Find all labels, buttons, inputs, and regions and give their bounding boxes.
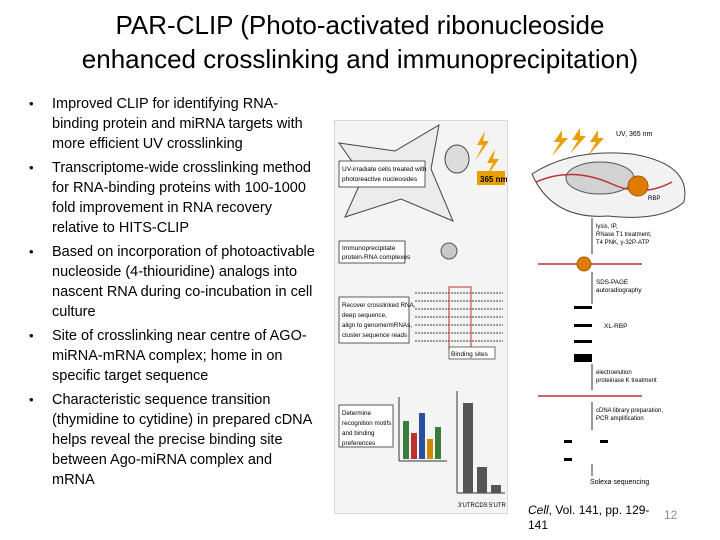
step3-line: align to genome/mRNAs, bbox=[342, 322, 412, 329]
nucleus-shape bbox=[565, 161, 635, 195]
uv-lightning-icon bbox=[588, 130, 604, 156]
step3-line: deep sequence, bbox=[342, 312, 387, 319]
uv-wavelength-label: 365 nm bbox=[480, 175, 507, 184]
step3-line: Recover crosslinked RNA, bbox=[342, 302, 416, 309]
motif-logo bbox=[398, 397, 447, 462]
step3-box bbox=[338, 296, 410, 344]
bullet-dot-icon: • bbox=[29, 392, 34, 407]
lysis-step: RNase T1 treatment, bbox=[596, 232, 652, 238]
lysis-step: T4 PNK, γ-32P-ATP bbox=[596, 240, 649, 246]
title-line-2: enhanced crosslinking and immunoprecipit… bbox=[81, 44, 639, 74]
workflow-diagram: 365 nm UV-irradiate cells treated with p… bbox=[337, 124, 508, 509]
bullet-item: •Characteristic sequence transition (thy… bbox=[29, 392, 312, 488]
step1-box bbox=[338, 160, 426, 188]
step4-line: recognition motifs bbox=[342, 420, 391, 427]
step4-line: and binding bbox=[342, 430, 375, 437]
uv-lightning-icon bbox=[475, 131, 489, 161]
protocol-diagram: UV, 365 nm RBP lysis, IP, RNase T1 treat… bbox=[531, 128, 686, 486]
region-label: CDS bbox=[475, 503, 488, 509]
citation: Cell, Vol. 141, pp. 129-141 bbox=[528, 503, 660, 533]
step2-line: Immunoprecipitate bbox=[342, 245, 396, 252]
nucleus-shape bbox=[444, 144, 470, 174]
uv-label: UV, 365 nm bbox=[616, 131, 652, 138]
gel-image bbox=[574, 306, 592, 362]
bullet-item: •Transcriptome-wide crosslinking method … bbox=[29, 160, 311, 236]
uv-wavelength-box bbox=[477, 171, 505, 185]
step4-line: Determine bbox=[342, 410, 372, 417]
workflow-figure-left: 365 nm UV-irradiate cells treated with p… bbox=[334, 120, 508, 514]
slide-title: PAR-CLIP (Photo-activated ribonucleoside… bbox=[0, 8, 720, 76]
step1-line: photoreactive nucleosides bbox=[342, 176, 418, 183]
bullet-item: •Improved CLIP for identifying RNA-bindi… bbox=[29, 96, 303, 152]
citation-journal: Cell bbox=[528, 503, 549, 517]
bullet-item: •Based on incorporation of photoactivabl… bbox=[29, 244, 315, 320]
binding-preference-bars bbox=[456, 391, 505, 494]
page-number: 12 bbox=[664, 508, 678, 522]
xl-rbp-label: XL-RBP bbox=[604, 323, 627, 330]
bullet-list: •Improved CLIP for identifying RNA-bindi… bbox=[26, 94, 316, 494]
binding-sites-box bbox=[448, 346, 496, 360]
solexa-step: Solexa sequencing bbox=[590, 479, 649, 486]
region-label: 3'UTR bbox=[458, 503, 475, 509]
uv-lightning-icon bbox=[552, 130, 568, 156]
step4-box bbox=[338, 404, 394, 448]
sequencing-gel bbox=[564, 440, 608, 461]
step2-box bbox=[338, 240, 406, 264]
step2-line: protein-RNA complexes bbox=[342, 254, 411, 261]
cdna-step: cDNA library preparation, bbox=[596, 408, 663, 414]
uv-lightning-icon bbox=[570, 128, 586, 154]
protein-complex-icon bbox=[440, 242, 458, 260]
protocol-figure-right: UV, 365 nm RBP lysis, IP, RNase T1 treat… bbox=[512, 124, 708, 510]
sds-step: SDS-PAGE bbox=[596, 279, 628, 286]
uv-lightning-icon bbox=[485, 149, 499, 179]
bullet-dot-icon: • bbox=[29, 328, 34, 343]
binding-sites-label: Binding sites bbox=[451, 351, 489, 358]
binding-site-highlight bbox=[448, 286, 472, 350]
cdna-step: PCR amplification bbox=[596, 416, 644, 422]
step1-line: UV-irradiate cells treated with bbox=[342, 166, 427, 173]
bullet-item: •Site of crosslinking near centre of AGO… bbox=[29, 328, 307, 384]
electro-step: proteinase K treatment bbox=[596, 378, 657, 384]
electro-step: electroelution bbox=[596, 370, 632, 376]
lysis-step: lysis, IP, bbox=[596, 224, 618, 230]
bullet-dot-icon: • bbox=[29, 160, 34, 175]
step4-line: preferences bbox=[342, 440, 375, 447]
sds-step: autoradiography bbox=[596, 287, 642, 294]
title-line-1: PAR-CLIP (Photo-activated ribonucleoside bbox=[115, 10, 605, 40]
citation-detail: , Vol. 141, pp. 129-141 bbox=[528, 503, 650, 532]
rbp-label: RBP bbox=[648, 196, 660, 202]
sequence-reads bbox=[415, 292, 503, 342]
step3-line: cluster sequence reads bbox=[342, 332, 407, 339]
rbp-protein-icon bbox=[576, 256, 592, 272]
bullet-dot-icon: • bbox=[29, 96, 34, 111]
rbp-protein-icon bbox=[627, 175, 649, 197]
bullet-dot-icon: • bbox=[29, 244, 34, 259]
rna-strand bbox=[535, 173, 673, 192]
region-label: 5'UTR bbox=[489, 503, 506, 509]
